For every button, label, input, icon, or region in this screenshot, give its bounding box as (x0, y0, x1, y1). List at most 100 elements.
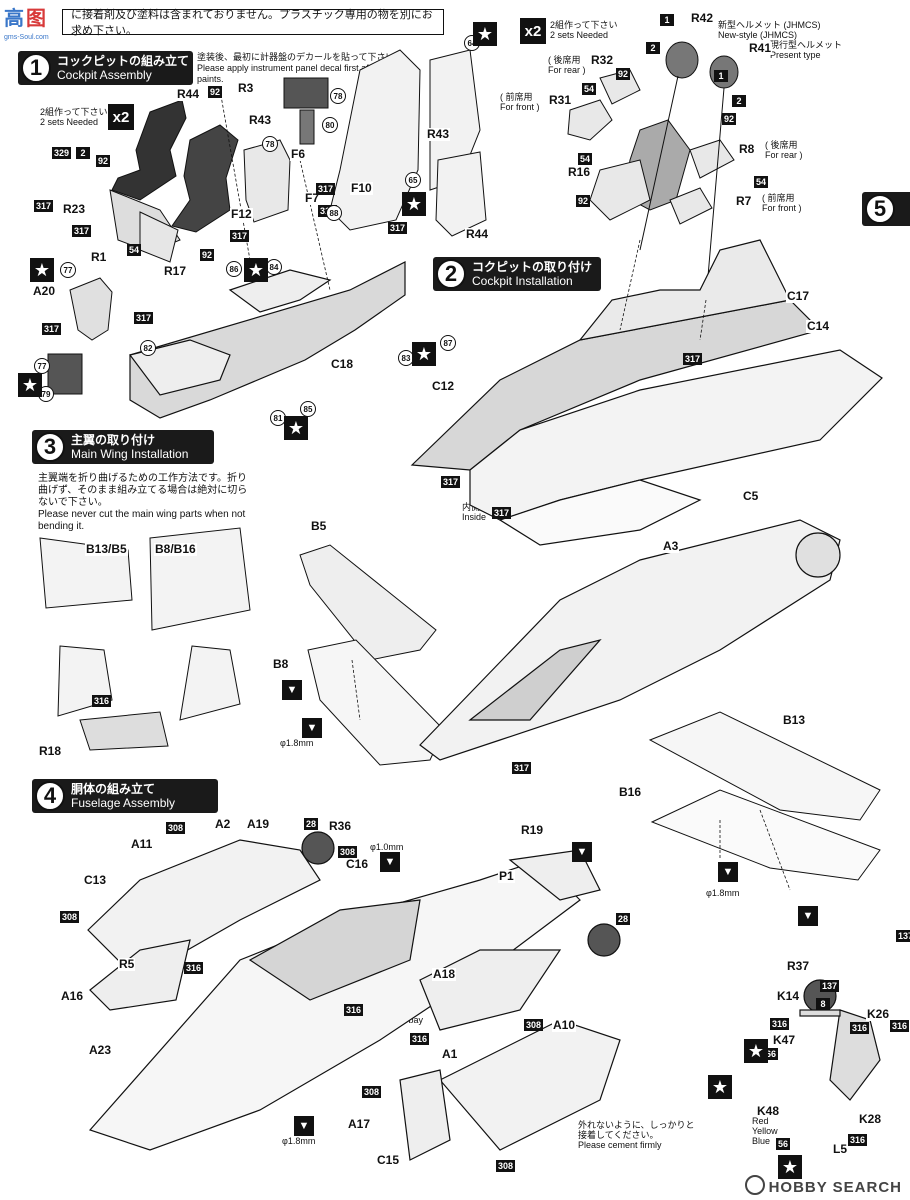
paint-code-28: 28 (616, 913, 631, 925)
part-label-a20: A20 (32, 284, 57, 298)
paint-code-316: 316 (184, 962, 204, 974)
paint-code-2: 2 (646, 42, 660, 54)
step2-title-jp: コクピットの取り付け (472, 260, 593, 274)
landing-gear-drawing (799, 979, 881, 1101)
gear-bay-note: 主脚収納庫 Main gear bay (366, 1005, 424, 1025)
paint-code-308: 308 (496, 1160, 516, 1172)
decal-star-icon: ★ (412, 342, 436, 366)
decal-marker-88: 88 (326, 205, 342, 221)
step4-header: 4 胴体の組み立て Fuselage Assembly (32, 779, 218, 813)
paint-code-92: 92 (96, 155, 111, 167)
decal-marker-85: 85 (300, 401, 316, 417)
paint-code-317: 317 (230, 230, 250, 242)
step2-rear-label-2: ( 後席用 For rear ) (765, 140, 803, 160)
helmet-new-note: 新型ヘルメット (JHMCS) New-style (JHMCS) (718, 20, 821, 40)
decal-star-icon: ★ (284, 416, 308, 440)
paint-code-54: 54 (578, 153, 593, 165)
drill-hole-icon: ▼ (380, 852, 400, 872)
drill-hole-icon: ▼ (282, 680, 302, 700)
step1-title-en: Cockpit Assembly (57, 68, 152, 82)
decal-star-icon: ★ (402, 192, 426, 216)
step2-title-en: Cockpit Installation (472, 274, 573, 288)
paint-code-317: 317 (34, 200, 54, 212)
step1-title-jp: コックピットの組み立て (57, 54, 190, 68)
connector-lines (219, 89, 791, 891)
part-label-r18: R18 (38, 744, 63, 758)
paint-code-92: 92 (722, 113, 737, 125)
part-label-k48: K48 (756, 1104, 781, 1118)
paint-code-54: 54 (127, 244, 142, 256)
decal-marker-77: 77 (60, 262, 76, 278)
part-label-f10: F10 (350, 181, 373, 195)
part-label-a18: A18 (432, 967, 457, 981)
decal-marker-87: 87 (440, 335, 456, 351)
paint-code-2: 2 (732, 95, 746, 107)
step2-x2-badge: x2 (520, 18, 546, 44)
decal-marker-78: 78 (330, 88, 346, 104)
decal-marker-65: 65 (405, 172, 421, 188)
site-logo: 高 图 gms-Soul.com (2, 3, 58, 43)
k48-color-yellow: Yellow (752, 1126, 778, 1136)
part-label-f6: F6 (290, 147, 307, 161)
paint-code-28: 28 (304, 818, 319, 830)
paint-code-317: 317 (316, 183, 336, 195)
drill-size-caption: φ1.8mm (282, 1136, 316, 1146)
paint-code-316: 316 (770, 1018, 790, 1030)
step1-note: 塗装後、最初に計器盤のデカールを貼って下さい。 Please apply ins… (197, 52, 407, 85)
part-label-a2: A2 (214, 817, 232, 831)
step2-sets-jp: 2組作って下さい (550, 20, 618, 30)
part-label-b5: B5 (310, 519, 328, 533)
paint-code-2: 2 (76, 147, 90, 159)
part-label-b8: B8 (272, 657, 290, 671)
paint-code-308: 308 (338, 846, 358, 858)
part-label-b13-b5: B13/B5 (85, 542, 128, 556)
decal-marker-84: 84 (266, 259, 282, 275)
step3-note: 主翼端を折り曲げるための工作方法です。折り曲げず、そのまま組み立てる場合は絶対に… (38, 473, 248, 533)
part-label-r37: R37 (786, 959, 811, 973)
part-label-c15: C15 (376, 1153, 401, 1167)
part-label-p1: P1 (498, 869, 515, 883)
part-label-a19: A19 (246, 817, 271, 831)
drill-hole-icon: ▼ (798, 906, 818, 926)
decal-marker-78: 78 (262, 136, 278, 152)
step2-number: 2 (436, 259, 466, 289)
step2-sets-note: 2組作って下さい 2 sets Needed (550, 20, 618, 40)
step1-sets-jp: 2組作って下さい (40, 107, 108, 117)
helmet-present-note: 現行型ヘルメット Present type (770, 40, 843, 60)
hobby-search-watermark: HOBBY SEARCH (744, 1175, 902, 1196)
step3-header: 3 主翼の取り付け Main Wing Installation (32, 430, 214, 464)
part-label-r5: R5 (118, 957, 136, 971)
paint-code-316: 316 (890, 1020, 910, 1032)
step1-number: 1 (21, 53, 51, 83)
paint-code-308: 308 (60, 911, 80, 923)
part-label-a3: A3 (662, 539, 680, 553)
part-label-r23: R23 (62, 202, 87, 216)
paint-code-1: 1 (714, 70, 728, 82)
step2-front-label-2: ( 前席用 For front ) (762, 193, 802, 213)
paint-code-317: 317 (512, 762, 532, 774)
k48-color-red: Red (752, 1116, 769, 1126)
decal-marker-86: 86 (226, 261, 242, 277)
step1-note-jp: 塗装後、最初に計器盤のデカールを貼って下さい。 (197, 52, 404, 62)
paint-code-317: 317 (388, 222, 408, 234)
paint-code-8: 8 (816, 998, 830, 1010)
part-label-b13: B13 (782, 713, 807, 727)
step1-x2-badge: x2 (108, 104, 134, 130)
decal-star-icon: ★ (708, 1075, 732, 1099)
drill-size-caption: φ1.8mm (706, 888, 740, 898)
part-label-r42: R42 (690, 11, 715, 25)
drill-hole-icon: ▼ (572, 842, 592, 862)
part-label-k47: K47 (772, 1033, 797, 1047)
paint-code-317: 317 (441, 476, 461, 488)
decal-star-icon: ★ (778, 1155, 802, 1179)
part-label-r3: R3 (237, 81, 255, 95)
decal-marker-79: 79 (38, 386, 54, 402)
watermark-text: HOBBY SEARCH (768, 1179, 902, 1196)
part-label-r41: R41 (748, 41, 773, 55)
paint-code-316: 316 (92, 695, 112, 707)
part-label-k14: K14 (776, 989, 801, 1003)
part-label-a11: A11 (130, 837, 154, 851)
part-label-r44b: R44 (465, 227, 490, 241)
part-label-a16: A16 (60, 989, 85, 1003)
